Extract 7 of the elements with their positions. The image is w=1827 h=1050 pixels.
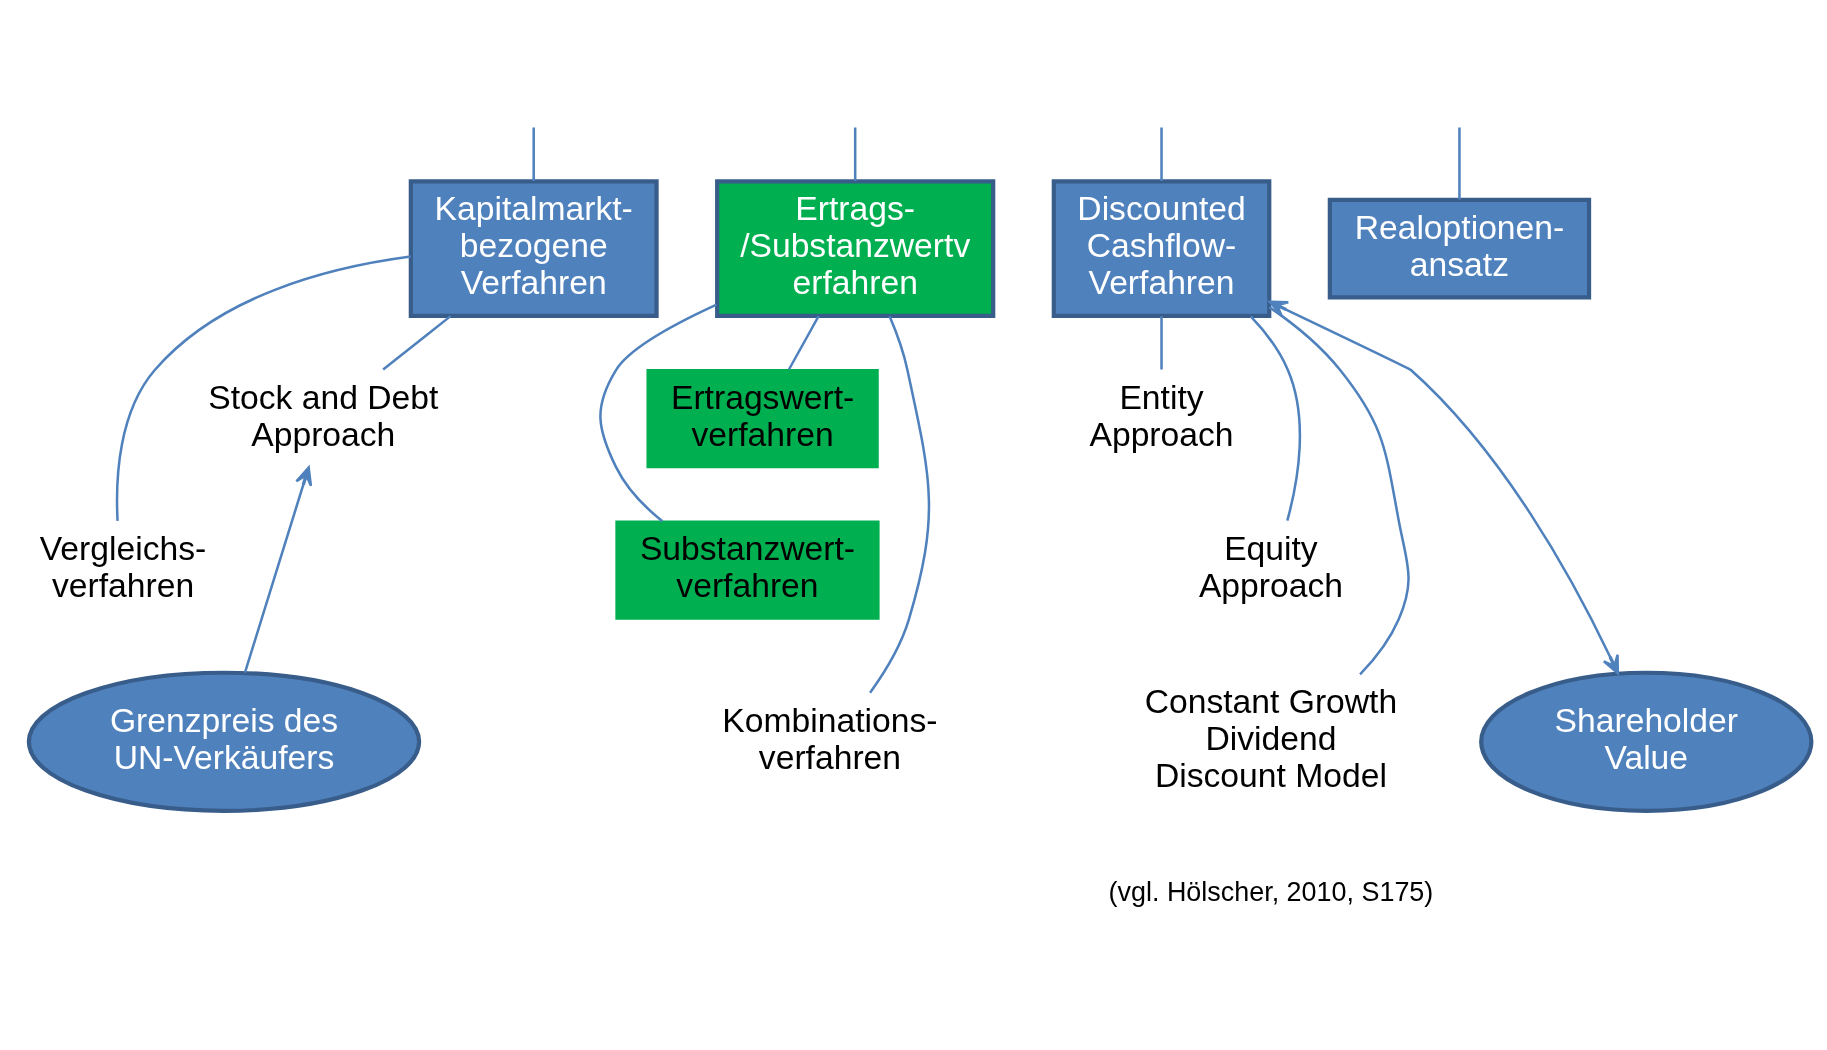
label: (vgl. Hölscher, 2010, S175) — [1108, 876, 1434, 907]
node-text: Vergleichs- verfahren — [39, 529, 207, 604]
node-text: Constant Growth Dividend Discount Model — [1144, 682, 1398, 794]
node-text: Entity Approach — [1089, 378, 1234, 453]
node-text: Equity Approach — [1198, 529, 1343, 604]
node-text: Kombinations- verfahren — [722, 701, 938, 776]
node-text: Stock and Debt Approach — [208, 378, 439, 453]
